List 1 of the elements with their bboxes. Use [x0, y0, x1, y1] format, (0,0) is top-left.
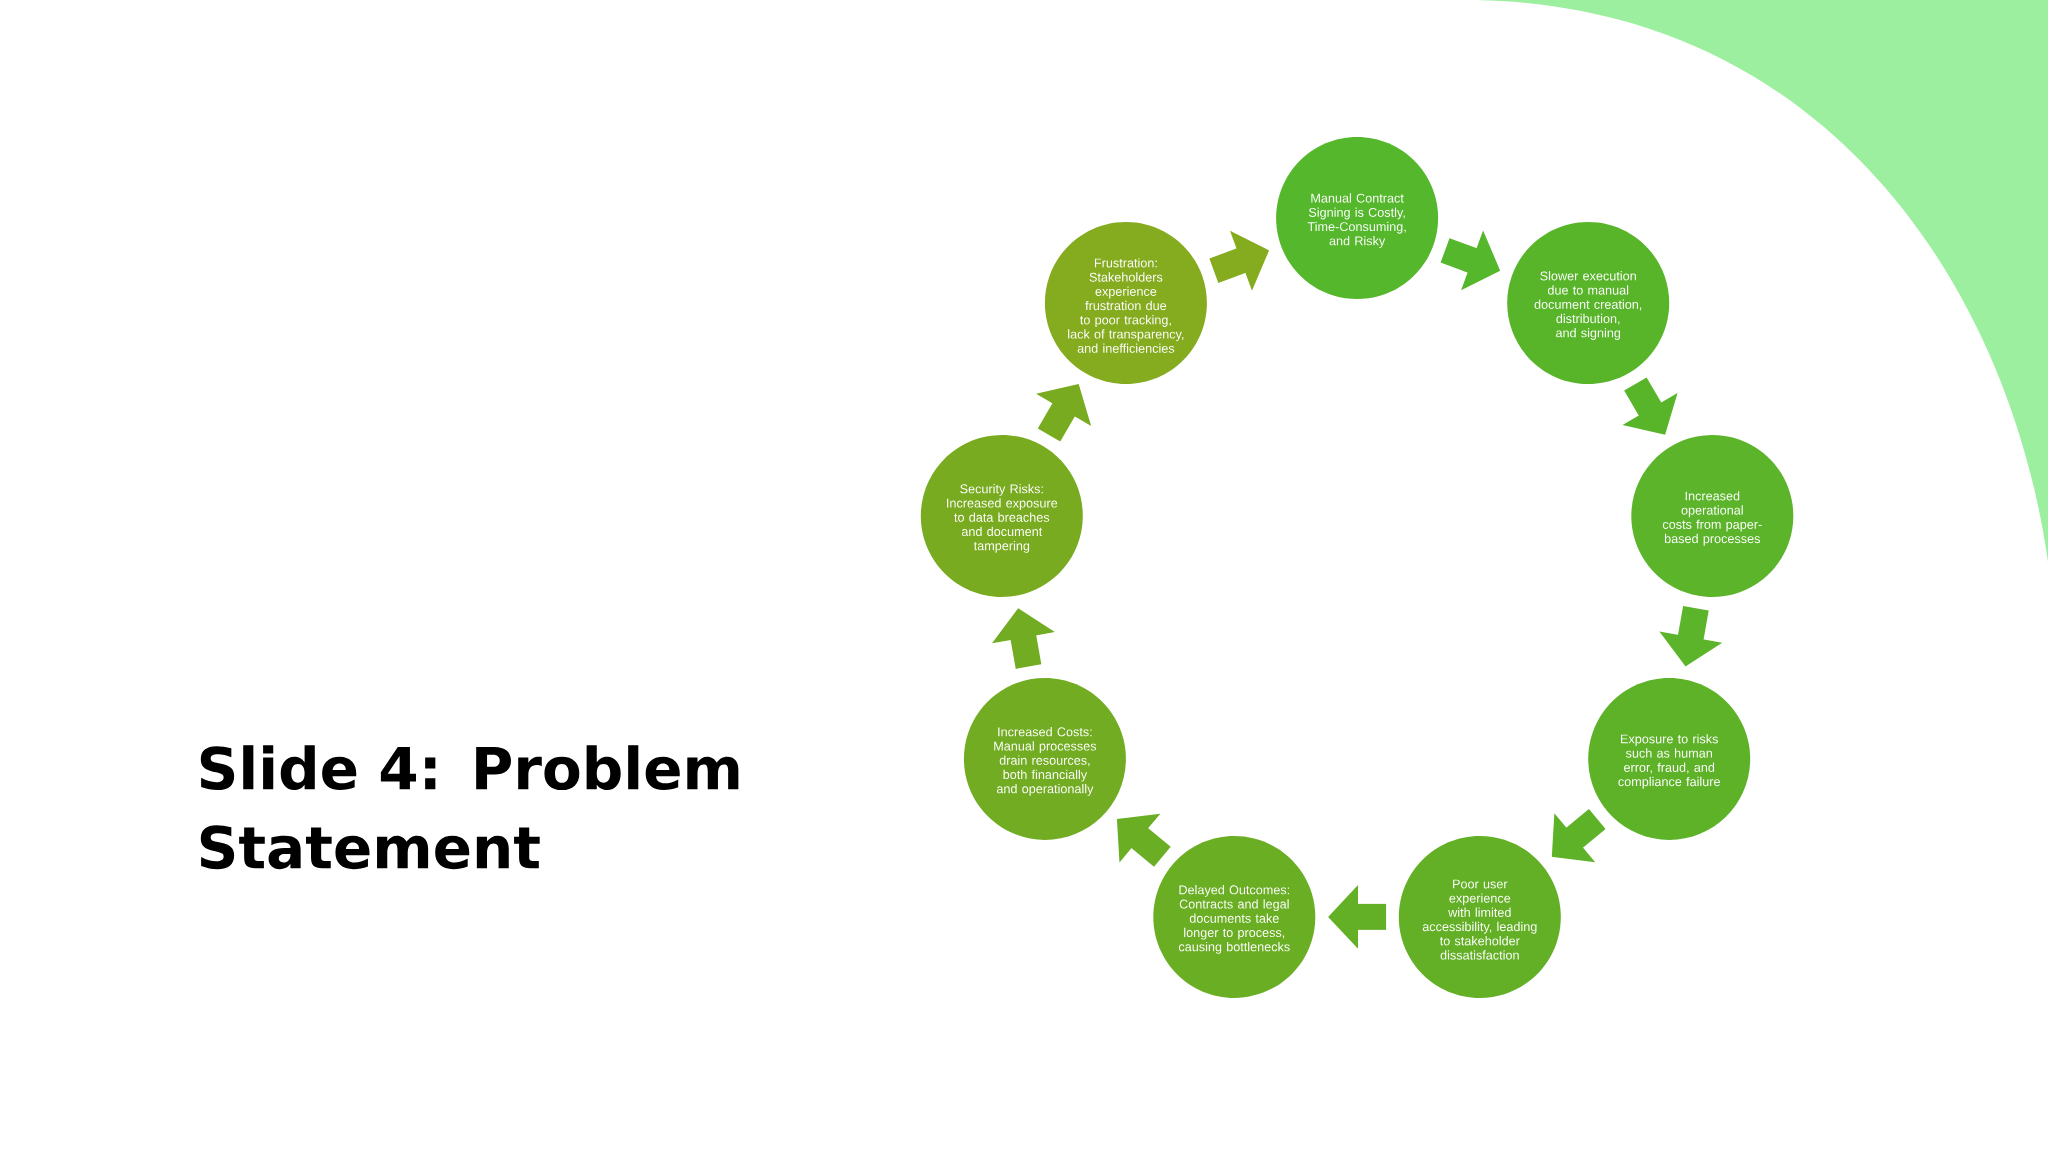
slide-title: Slide 4: Problem Statement [200, 745, 739, 870]
